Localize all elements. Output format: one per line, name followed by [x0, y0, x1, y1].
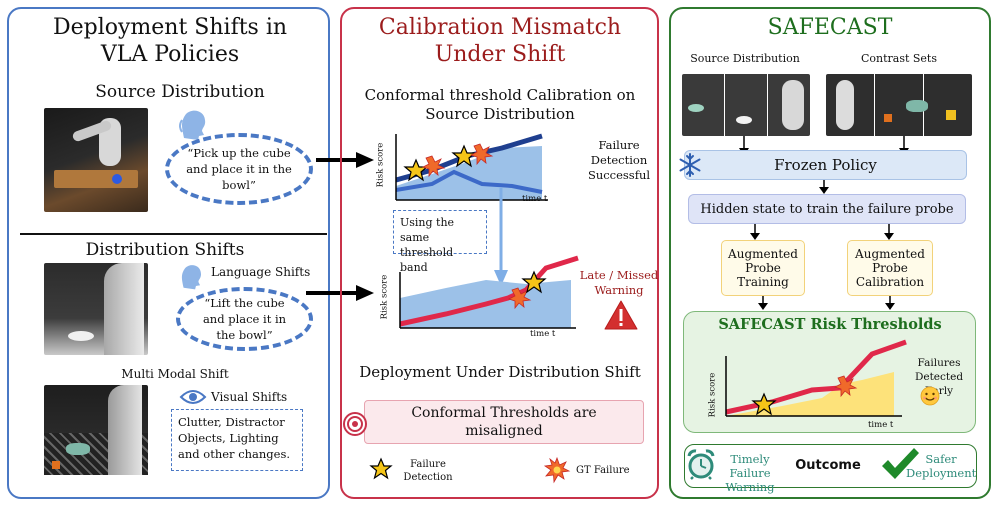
source-calibration-chart: [395, 133, 548, 201]
language-instruction-bubble: “Lift the cube and place it in the bowl”: [176, 287, 313, 351]
warning-triangle-icon: [604, 300, 638, 330]
middle-panel-title: Calibration Mismatch Under Shift: [378, 15, 622, 67]
legend-failure-detection: Failure Detection: [403, 459, 453, 483]
source-distribution-heading: Source Distribution: [95, 82, 265, 102]
eye-icon: [179, 390, 207, 404]
left-panel-title: Deployment Shifts in VLA Policies: [52, 15, 288, 67]
risk-line: [399, 255, 579, 327]
visual-shifts-label: Visual Shifts: [211, 390, 288, 404]
alarm-clock-icon: [687, 449, 715, 480]
detection-successful-text: Failure Detection Successful: [587, 138, 651, 182]
arrow-training-to-thresholds: [758, 296, 768, 310]
explosion-icon: [543, 456, 571, 484]
frozen-policy-box: Frozen Policy: [684, 150, 967, 180]
deployment-heading: Deployment Under Distribution Shift: [359, 363, 641, 381]
calibration-heading: Conformal threshold Calibration on Sourc…: [364, 86, 636, 123]
source-frames-photo: [682, 74, 810, 136]
safecast-threshold-band: [726, 372, 894, 416]
calibration-mismatch-panel: [340, 7, 659, 499]
augmented-calibration-text: Augmented Probe Calibration: [855, 247, 925, 289]
lower-risk-line: [395, 169, 543, 194]
safer-deployment-text: Safer Deployment: [906, 452, 977, 480]
arrow-hidden-to-training: [750, 224, 760, 240]
speaker-head-icon: [181, 265, 202, 290]
same-threshold-text: Using the same threshold band: [400, 216, 455, 274]
deployment-shifts-panel: [7, 7, 330, 499]
late-warning-text: Late / Missed Warning: [579, 268, 659, 297]
arrow-hidden-to-calibration: [884, 224, 894, 240]
source-robot-photo: [44, 108, 148, 212]
source-distribution-label: Source Distribution: [690, 52, 800, 65]
checkmark-icon: [882, 448, 919, 479]
arrow-shift-to-bottom-chart: [306, 285, 374, 301]
shift-deployment-chart: [399, 255, 579, 329]
arrow-top-to-bottom-chart: [494, 188, 508, 286]
misaligned-box: Conformal Thresholds are misaligned: [364, 400, 644, 444]
frozen-policy-text: Frozen Policy: [774, 156, 877, 174]
language-shift-photo: [44, 263, 148, 355]
source-instruction-bubble: “Pick up the cube and place it in the bo…: [165, 133, 313, 205]
top-chart-xlabel: time t: [522, 194, 548, 204]
augmented-training-text: Augmented Probe Training: [728, 247, 798, 289]
explosion-icon: [833, 375, 858, 398]
timely-warning-text: Timely Failure Warning: [725, 452, 775, 494]
snowflake-icon: [679, 153, 701, 177]
same-threshold-box: Using the same threshold band: [393, 210, 487, 274]
arrow-policy-to-hidden: [819, 180, 829, 194]
augmented-training-box: Augmented Probe Training: [721, 240, 805, 296]
visual-shifts-description: Clutter, Distractor Objects, Lighting an…: [178, 415, 291, 461]
augmented-calibration-box: Augmented Probe Calibration: [847, 240, 933, 296]
speaker-head-icon: [179, 110, 206, 140]
smiley-icon: [920, 386, 940, 406]
star-icon: [521, 270, 547, 294]
target-icon: [343, 412, 367, 436]
visual-shift-photo: [44, 385, 148, 475]
safecast-risk-chart: [725, 339, 907, 417]
bottom-chart-xlabel: time t: [530, 329, 556, 339]
detected-early-text: Failures Detected Early: [914, 357, 964, 397]
legend-gt-failure: GT Failure: [576, 465, 630, 476]
outcome-box: [684, 444, 977, 488]
risk-thresholds-title: SAFECAST Risk Thresholds: [718, 316, 942, 333]
explosion-icon: [469, 143, 494, 166]
hidden-state-text: Hidden state to train the failure probe: [700, 201, 954, 217]
source-instruction-text: “Pick up the cube and place it in the bo…: [186, 146, 292, 192]
language-shifts-label: Language Shifts: [211, 265, 311, 279]
multimodal-shift-label: Multi Modal Shift: [121, 367, 229, 381]
explosion-icon: [421, 155, 446, 178]
distribution-shifts-heading: Distribution Shifts: [85, 240, 245, 260]
right-panel-title: SAFECAST: [767, 15, 893, 40]
star-icon: [751, 392, 777, 416]
top-chart-ylabel: Risk score: [375, 142, 386, 188]
safecast-chart-ylabel: Risk score: [707, 372, 718, 418]
star-icon: [369, 457, 393, 480]
bottom-chart-ylabel: Risk score: [379, 274, 390, 320]
visual-shifts-description-box: Clutter, Distractor Objects, Lighting an…: [171, 409, 303, 471]
arrow-source-to-top-chart: [316, 152, 374, 168]
section-divider: [20, 233, 327, 235]
hidden-state-box: Hidden state to train the failure probe: [688, 194, 966, 224]
outcome-text: Outcome: [795, 458, 861, 473]
safecast-chart-xlabel: time t: [868, 420, 894, 430]
language-instruction-text: “Lift the cube and place it in the bowl”: [202, 296, 287, 342]
misaligned-text: Conformal Thresholds are misaligned: [411, 405, 597, 439]
star-icon: [451, 144, 477, 168]
safecast-panel: [669, 7, 991, 499]
contrast-sets-label: Contrast Sets: [860, 52, 938, 65]
arrow-calibration-to-thresholds: [885, 296, 895, 310]
contrast-frames-photo: [826, 74, 972, 136]
